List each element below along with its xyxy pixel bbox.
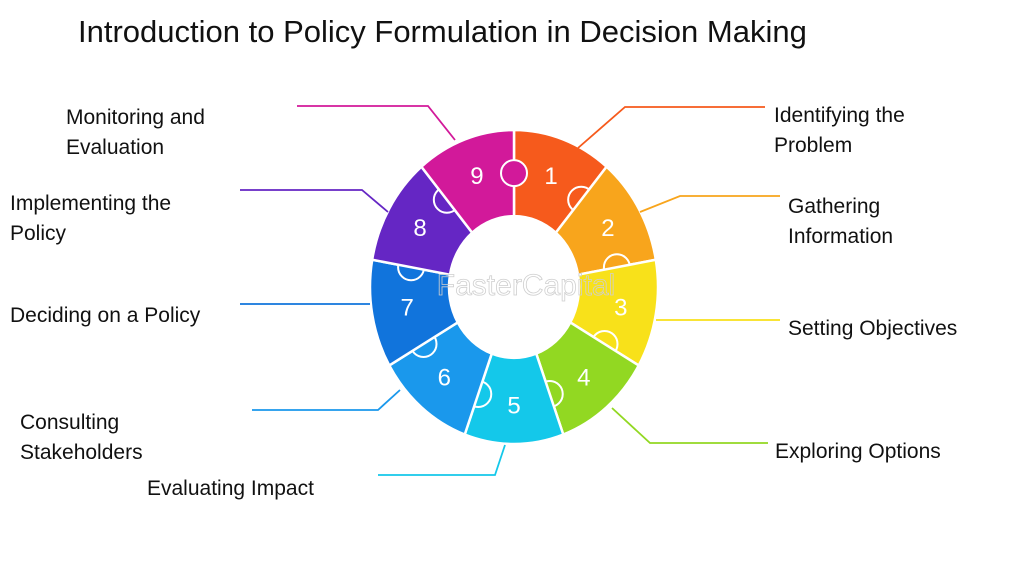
leader-line-4 [611,407,768,444]
step-number-9: 9 [470,163,483,190]
step-number-1: 1 [544,163,557,190]
puzzle-tab-9 [500,159,528,188]
step-label-9: Monitoring and Evaluation [66,106,205,159]
step-number-5: 5 [507,392,520,419]
step-number-4: 4 [577,365,590,392]
step-label-8: Implementing the Policy [10,192,172,245]
leader-line-5 [378,444,506,476]
diagram-title: Introduction to Policy Formulation in De… [78,14,807,49]
leader-line-1 [577,106,765,149]
step-number-8: 8 [413,215,426,242]
step-number-7: 7 [400,295,413,322]
step-label-2: Gathering Information [788,195,894,248]
step-label-5: Evaluating Impact [147,477,314,500]
step-number-2: 2 [601,215,614,242]
leader-line-2 [639,195,780,213]
watermark: FasterCapital [437,269,615,302]
step-label-3: Setting Objectives [788,317,958,340]
step-label-1: Identifying the Problem [774,104,905,157]
puzzle-piece-9 [419,128,516,235]
step-label-4: Exploring Options [775,440,941,463]
step-number-6: 6 [438,365,451,392]
leader-line-8 [240,189,389,213]
leader-line-6 [252,389,401,411]
leader-line-9 [297,105,456,141]
step-number-3: 3 [614,295,627,322]
step-label-6: Consulting Stakeholders [20,411,143,464]
step-label-7: Deciding on a Policy [10,304,201,327]
